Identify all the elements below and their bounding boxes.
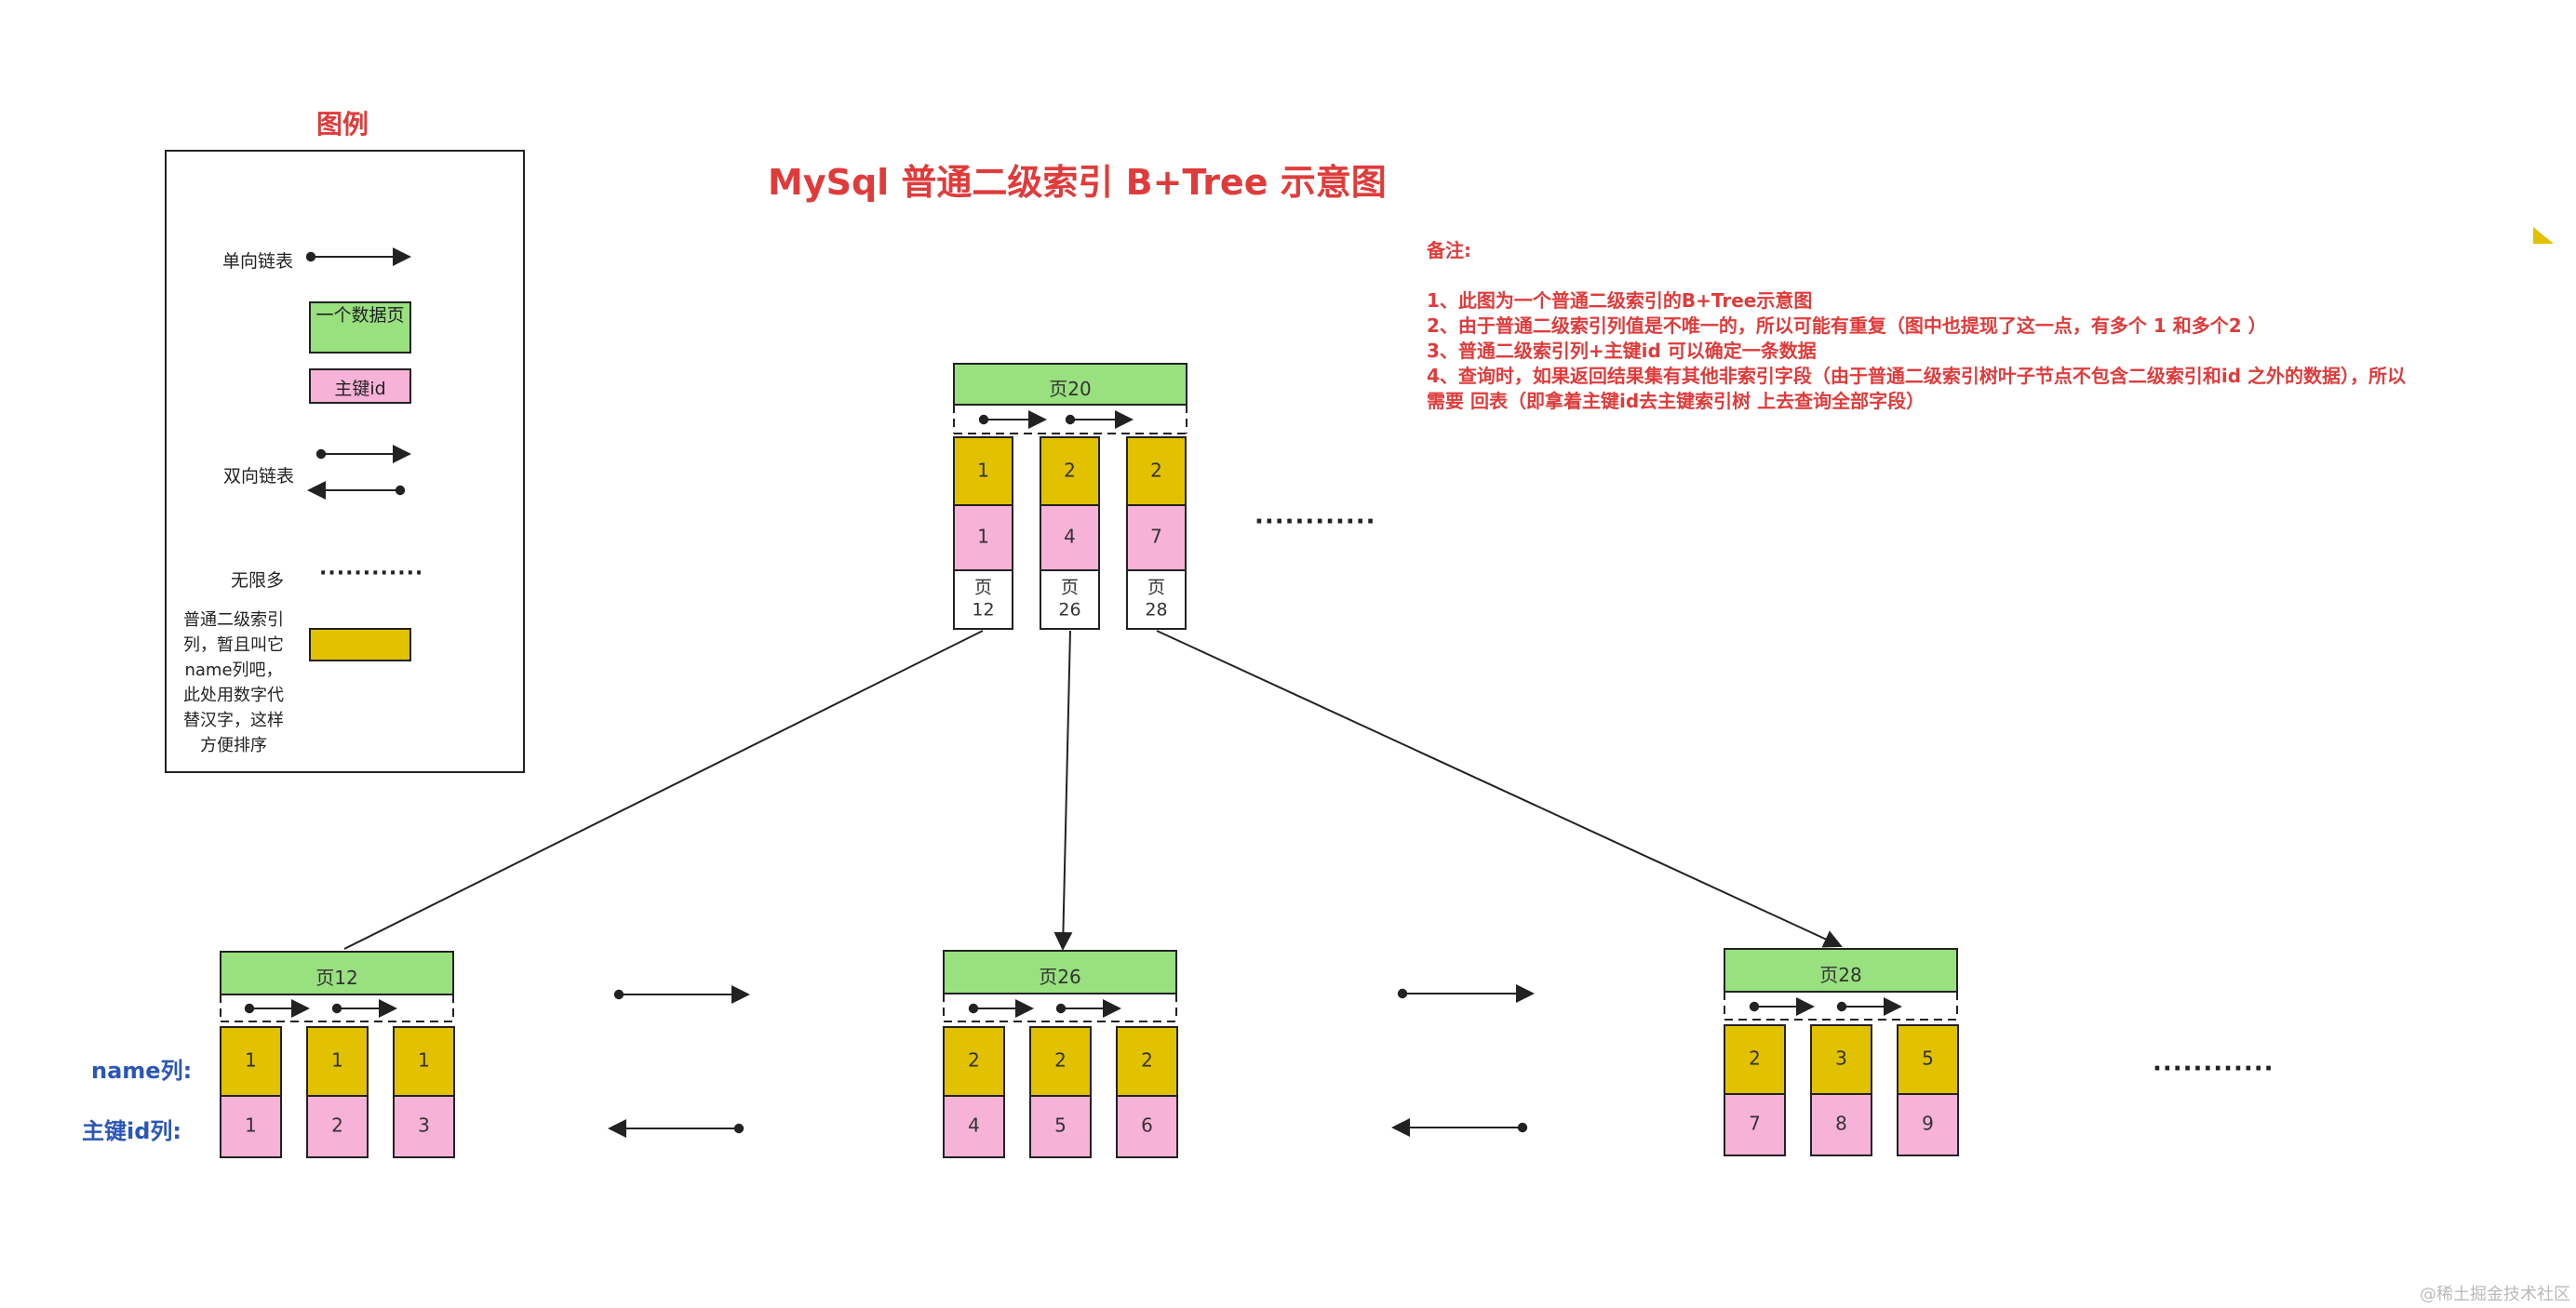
legend-data-page-label: 一个数据页 [315, 305, 405, 326]
legend-name-column-desc: 普通二级索引列，暂且叫它name列吧，此处用数字代替汉字，这样方便排序 [183, 610, 284, 755]
root-name-value: 2 [1064, 460, 1076, 482]
legend-title: 图例 [315, 109, 369, 140]
notes-heading: 备注: [1427, 239, 1471, 261]
pointer-to-page28-arrow-icon [1156, 630, 1843, 948]
root-page-pointer-value: 页 [1061, 578, 1079, 598]
name-column-swatch [309, 628, 411, 661]
root-name-cell [1040, 436, 1100, 506]
root-id-value: 7 [1150, 526, 1162, 548]
root-id-cell [953, 504, 1013, 571]
leaf-id-value: 3 [418, 1114, 430, 1137]
pointer-to-page26-arrow-icon [1053, 630, 1073, 951]
leaf-name-value: 1 [245, 1049, 257, 1072]
leaf-name-value: 2 [968, 1049, 980, 1072]
root-page-cell [1126, 569, 1187, 630]
root-name-cell [1126, 436, 1187, 506]
leaf-id-value: 8 [1835, 1113, 1847, 1135]
name-row-label: name列: [91, 1058, 193, 1084]
root-id-value: 1 [977, 526, 989, 548]
diagram-title: MySql 普通二级索引 B+Tree 示意图 [768, 162, 1387, 203]
leaf-name-value: 1 [418, 1049, 430, 1072]
pointer-to-page12-arrow-icon [343, 630, 984, 950]
root-page-pointer-value: 页 [1147, 578, 1165, 598]
notes-item: 1、此图为一个普通二级索引的B+Tree示意图 [1427, 289, 1813, 312]
root-page-header [953, 363, 1187, 406]
leaf-name-value: 2 [1749, 1048, 1761, 1070]
leaf-id-value: 5 [1054, 1114, 1067, 1137]
root-page-pointer-value: 26 [1058, 600, 1080, 621]
notes-item: 2、由于普通二级索引列值是不唯一的，所以可能有重复（图中也提现了这一点，有多个 … [1427, 314, 2267, 337]
leaf-name-value: 1 [331, 1049, 343, 1072]
leaf-page-28 [1724, 948, 1959, 1156]
leaf-more-dots: ············ [2153, 1055, 2274, 1083]
notes-item: 需要 回表（即拿着主键id去主键索引树 上去查询全部字段） [1427, 390, 1925, 412]
leaf-id-value: 9 [1922, 1113, 1934, 1135]
legend-single-link-label: 单向链表 [222, 251, 294, 272]
root-id-value: 4 [1064, 526, 1076, 548]
legend-infinite-label: 无限多 [231, 570, 285, 591]
corner-mark-icon [2533, 227, 2554, 244]
leaf-page-label: 页28 [1819, 964, 1862, 986]
root-page-node [953, 363, 1187, 630]
legend-double-link-label: 双向链表 [223, 466, 295, 487]
leaf-page-header [1724, 948, 1958, 993]
root-page-label: 页20 [1049, 378, 1092, 400]
watermark: @稀土掘金技术社区 [2420, 1285, 2570, 1304]
root-name-value: 2 [1150, 460, 1162, 482]
leaf-id-value: 7 [1749, 1113, 1761, 1135]
legend-infinite-dots: ············ [319, 562, 424, 585]
leaf-page-header [943, 950, 1177, 994]
leaf-page-label: 页26 [1039, 966, 1081, 988]
root-name-value: 1 [977, 460, 989, 482]
leaf-id-value: 2 [331, 1114, 343, 1137]
root-page-pointer-value: 28 [1145, 600, 1167, 621]
notes-item: 4、查询时，如果返回结果集有其他非索引字段（由于普通二级索引树叶子节点不包含二级… [1427, 365, 2407, 387]
leaf-page-header [220, 951, 454, 995]
leaf-page-label: 页12 [315, 967, 358, 989]
legend-primary-key-label: 主键id [334, 379, 386, 399]
leaf-name-value: 2 [1054, 1049, 1067, 1072]
id-row-label: 主键id列: [82, 1118, 182, 1144]
data-page-swatch [309, 301, 411, 354]
leaf-id-value: 1 [245, 1114, 257, 1137]
root-page-cell [1040, 569, 1100, 630]
leaf-id-value: 6 [1141, 1114, 1153, 1137]
root-page-cell [953, 569, 1013, 630]
leaf-name-value: 3 [1835, 1048, 1847, 1070]
leaf-id-value: 4 [968, 1114, 980, 1137]
leaf-name-value: 5 [1922, 1048, 1934, 1070]
primary-key-swatch [309, 368, 411, 404]
root-page-pointer-value: 页 [974, 578, 992, 598]
legend-frame [165, 150, 525, 773]
notes-block: 备注: 1、此图为一个普通二级索引的B+Tree示意图 2、由于普通二级索引列值… [1427, 238, 2406, 414]
root-more-dots: ············ [1254, 508, 1376, 536]
leaf-page-12 [220, 951, 455, 1158]
root-page-pointer-value: 12 [972, 600, 994, 621]
leaf-page-26 [943, 950, 1178, 1158]
leaf-name-value: 2 [1141, 1049, 1153, 1072]
notes-item: 3、普通二级索引列+主键id 可以确定一条数据 [1427, 340, 1817, 362]
